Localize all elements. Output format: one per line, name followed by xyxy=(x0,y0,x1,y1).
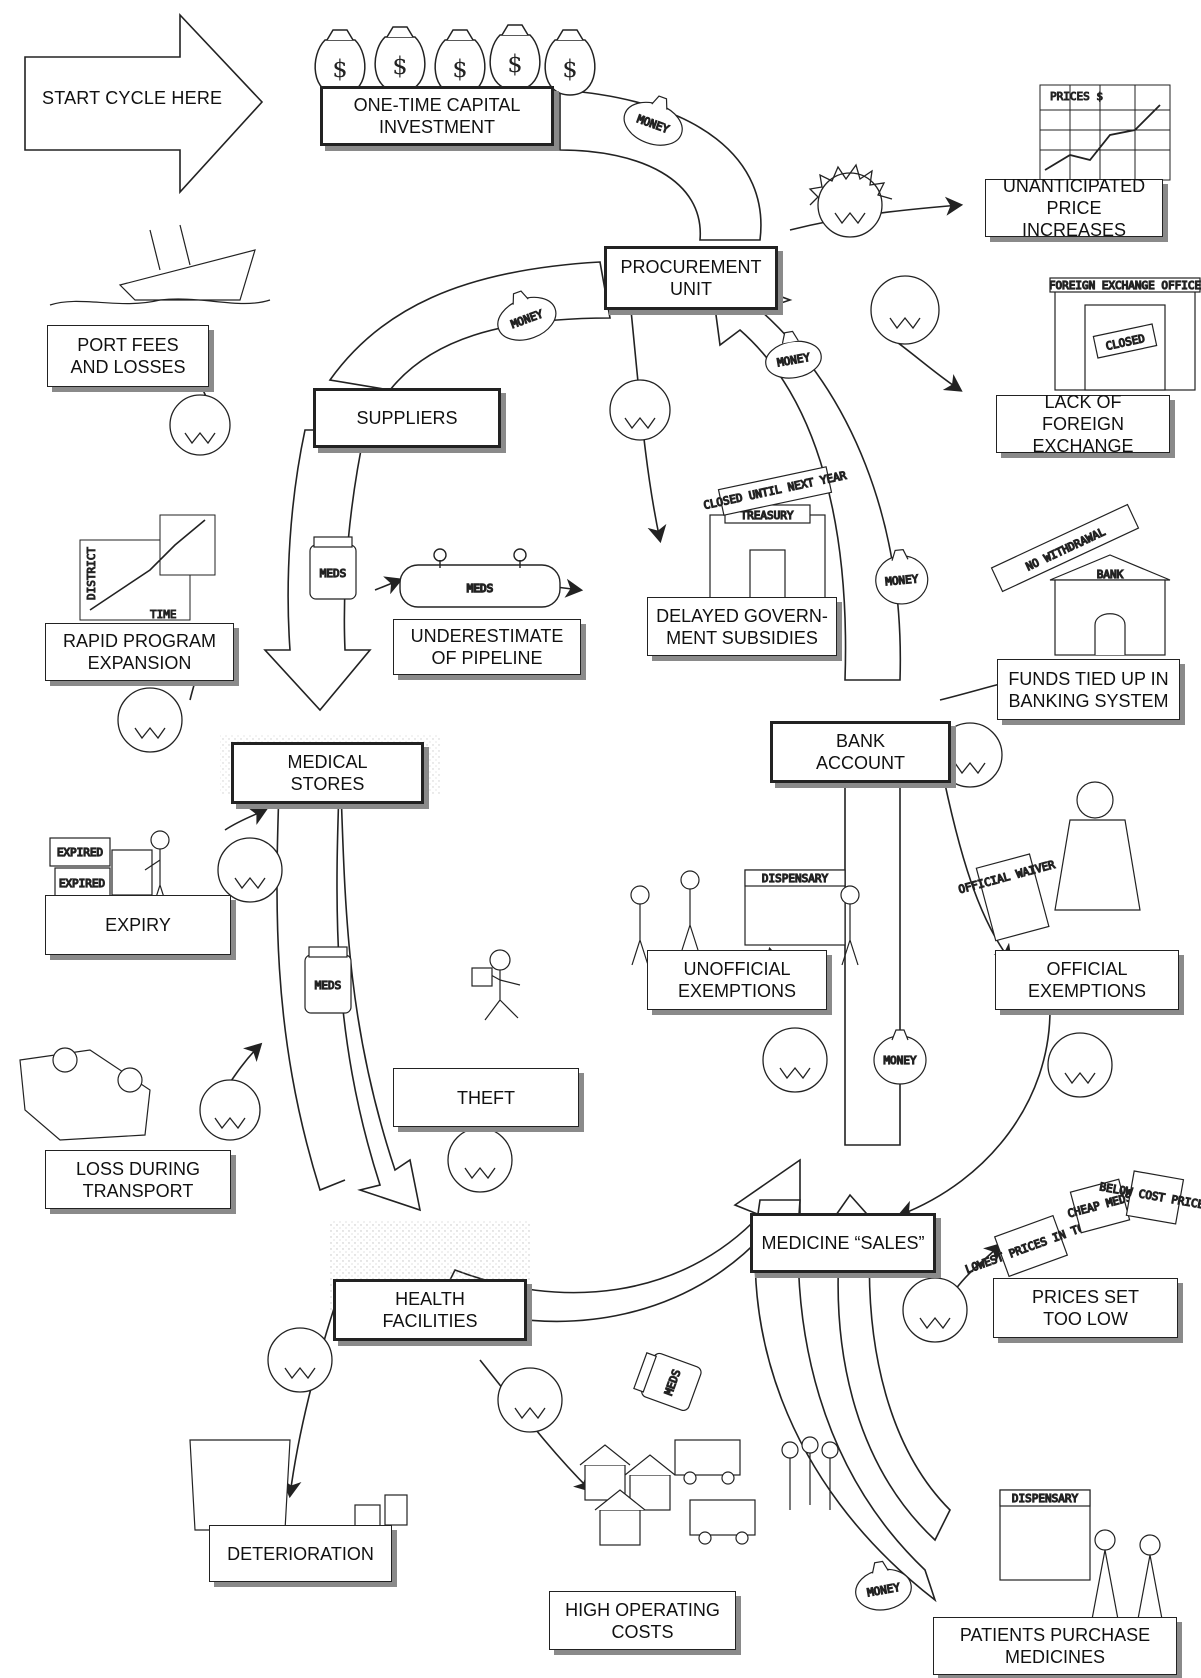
node-patients-purchase: PATIENTS PURCHASE MEDICINES xyxy=(933,1617,1177,1675)
money-bags-illustration: $ $ $ $ $ xyxy=(314,24,596,96)
loss-unofficial-exemptions: UNOFFICIAL EXEMPTIONS xyxy=(647,950,827,1010)
cycle-arrows xyxy=(263,89,951,1603)
loss-rapid-expansion: RAPID PROGRAM EXPANSION xyxy=(45,623,234,681)
node-bank-label: BANK ACCOUNT xyxy=(816,731,905,773)
loss-expiry: EXPIRY xyxy=(45,895,231,955)
svg-text:EXPIRED: EXPIRED xyxy=(59,877,105,890)
node-bank-account: BANK ACCOUNT xyxy=(770,721,951,783)
loss-official-exemptions: OFFICIAL EXEMPTIONS xyxy=(995,950,1179,1010)
loss-port-fees-label: PORT FEES AND LOSSES xyxy=(70,335,186,377)
deterioration-illustration xyxy=(189,1439,408,1536)
loss-theft-label: THEFT xyxy=(457,1087,515,1108)
loss-price-increases-label: UNANTICIPATED PRICE INCREASES xyxy=(1002,176,1146,240)
node-capital-label: ONE-TIME CAPITAL INVESTMENT xyxy=(353,95,521,137)
svg-text:MONEY: MONEY xyxy=(776,351,811,370)
loss-banking-system: FUNDS TIED UP IN BANKING SYSTEM xyxy=(997,659,1180,720)
loss-pipeline: UNDERESTIMATE OF PIPELINE xyxy=(393,619,581,675)
loss-transport: LOSS DURING TRANSPORT xyxy=(45,1150,231,1209)
svg-text:$: $ xyxy=(332,55,347,83)
node-medical-stores-label: MEDICAL STORES xyxy=(287,752,368,794)
loss-prices-too-low: PRICES SET TOO LOW xyxy=(993,1278,1178,1338)
node-procurement-unit: PROCUREMENT UNIT xyxy=(604,246,778,310)
official-waiver-illustration: OFFICIAL WAIVER xyxy=(956,853,1057,942)
fx-office-illustration: FOREIGN EXCHANGE OFFICE CLOSED xyxy=(1048,277,1201,391)
loss-pipeline-label: UNDERESTIMATE OF PIPELINE xyxy=(410,626,564,668)
loss-price-increases: UNANTICIPATED PRICE INCREASES xyxy=(985,176,1163,240)
loss-foreign-exchange: LACK OF FOREIGN EXCHANGE xyxy=(996,392,1170,456)
svg-text:MEDS: MEDS xyxy=(315,979,342,992)
ship-illustration xyxy=(49,224,271,306)
low-price-signs-illustration: LOWEST PRICES IN TOWN CHEAP MEDS BELOW C… xyxy=(963,1170,1201,1278)
loss-government-subsidies: DELAYED GOVERN- MENT SUBSIDIES xyxy=(647,597,837,656)
loss-transport-label: LOSS DURING TRANSPORT xyxy=(75,1158,201,1201)
node-capital-investment: ONE-TIME CAPITAL INVESTMENT xyxy=(320,86,554,146)
loss-official-label: OFFICIAL EXEMPTIONS xyxy=(1027,959,1147,1001)
loss-deterioration-label: DETERIORATION xyxy=(227,1543,374,1564)
loss-operating-costs-label: HIGH OPERATING COSTS xyxy=(565,1599,720,1642)
loss-deterioration: DETERIORATION xyxy=(209,1525,392,1582)
node-medical-stores: MEDICAL STORES xyxy=(231,742,424,804)
node-sales-label: MEDICINE “SALES” xyxy=(761,1233,925,1253)
loss-banking-label: FUNDS TIED UP IN BANKING SYSTEM xyxy=(1008,668,1169,711)
svg-text:FOREIGN EXCHANGE OFFICE: FOREIGN EXCHANGE OFFICE xyxy=(1049,279,1201,292)
node-health-facilities: HEALTH FACILITIES xyxy=(333,1279,527,1341)
svg-text:MEDS: MEDS xyxy=(320,567,347,580)
patients-dispensary-illustration: DISPENSARY xyxy=(999,1489,1091,1581)
svg-text:$: $ xyxy=(562,55,577,83)
svg-text:DISPENSARY: DISPENSARY xyxy=(1012,1492,1079,1505)
svg-text:TIME: TIME xyxy=(150,608,177,621)
leak-monster-icons xyxy=(117,163,1113,1433)
program-expansion-chart: TIME DISTRICT xyxy=(79,514,216,622)
node-suppliers-label: SUPPLIERS xyxy=(356,408,458,428)
overturned-truck-illustration xyxy=(19,1047,151,1141)
svg-text:MONEY: MONEY xyxy=(883,1054,916,1067)
dispensary-illustration: DISPENSARY xyxy=(744,869,846,946)
svg-text:MONEY: MONEY xyxy=(885,572,919,588)
node-procurement-label: PROCUREMENT UNIT xyxy=(620,257,762,299)
bank-illustration: BANK NO WITHDRAWAL xyxy=(990,503,1171,656)
svg-text:$: $ xyxy=(507,50,522,78)
loss-operating-costs: HIGH OPERATING COSTS xyxy=(549,1591,736,1650)
expired-boxes-illustration: EXPIRED EXPIRED xyxy=(49,837,153,899)
loss-expiry-label: EXPIRY xyxy=(105,915,171,935)
node-medicine-sales: MEDICINE “SALES” xyxy=(750,1213,936,1273)
loss-port-fees: PORT FEES AND LOSSES xyxy=(47,325,209,387)
loss-theft: THEFT xyxy=(393,1068,579,1127)
vehicles-buildings-illustration xyxy=(579,1439,756,1546)
svg-text:$: $ xyxy=(452,55,467,83)
meds-jar-icon: MEDS MEDS MEDS xyxy=(304,536,702,1412)
money-sack-icon: MONEY MONEY MONEY MONEY MONEY MONEY xyxy=(497,95,929,1611)
svg-text:DISTRICT: DISTRICT xyxy=(85,547,98,600)
loss-unofficial-label: UNOFFICIAL EXEMPTIONS xyxy=(677,959,797,1001)
loss-foreign-exchange-label: LACK OF FOREIGN EXCHANGE xyxy=(1032,392,1134,456)
svg-text:$: $ xyxy=(392,52,407,80)
svg-text:TREASURY: TREASURY xyxy=(741,509,794,522)
node-patients-label: PATIENTS PURCHASE MEDICINES xyxy=(959,1625,1151,1667)
start-arrow xyxy=(24,12,264,195)
people-illustration xyxy=(144,781,1166,1636)
pipeline-illustration: MEDS xyxy=(399,548,561,608)
svg-text:EXPIRED: EXPIRED xyxy=(57,846,103,859)
svg-text:MEDS: MEDS xyxy=(467,582,494,595)
svg-text:BANK: BANK xyxy=(1097,568,1124,581)
treasury-illustration: TREASURY CLOSED UNTIL NEXT YEAR xyxy=(702,466,848,601)
loss-prices-low-label: PRICES SET TOO LOW xyxy=(1031,1287,1140,1329)
node-suppliers: SUPPLIERS xyxy=(313,388,501,448)
price-chart-illustration: PRICES $ xyxy=(1039,84,1171,181)
svg-text:DISPENSARY: DISPENSARY xyxy=(762,872,829,885)
node-health-facilities-label: HEALTH FACILITIES xyxy=(382,1289,478,1331)
loss-subsidies-label: DELAYED GOVERN- MENT SUBSIDIES xyxy=(656,605,828,648)
loss-rapid-expansion-label: RAPID PROGRAM EXPANSION xyxy=(62,631,217,673)
svg-text:PRICES $: PRICES $ xyxy=(1050,90,1103,103)
svg-text:MONEY: MONEY xyxy=(866,1581,901,1600)
start-cycle-label: START CYCLE HERE xyxy=(42,88,223,108)
